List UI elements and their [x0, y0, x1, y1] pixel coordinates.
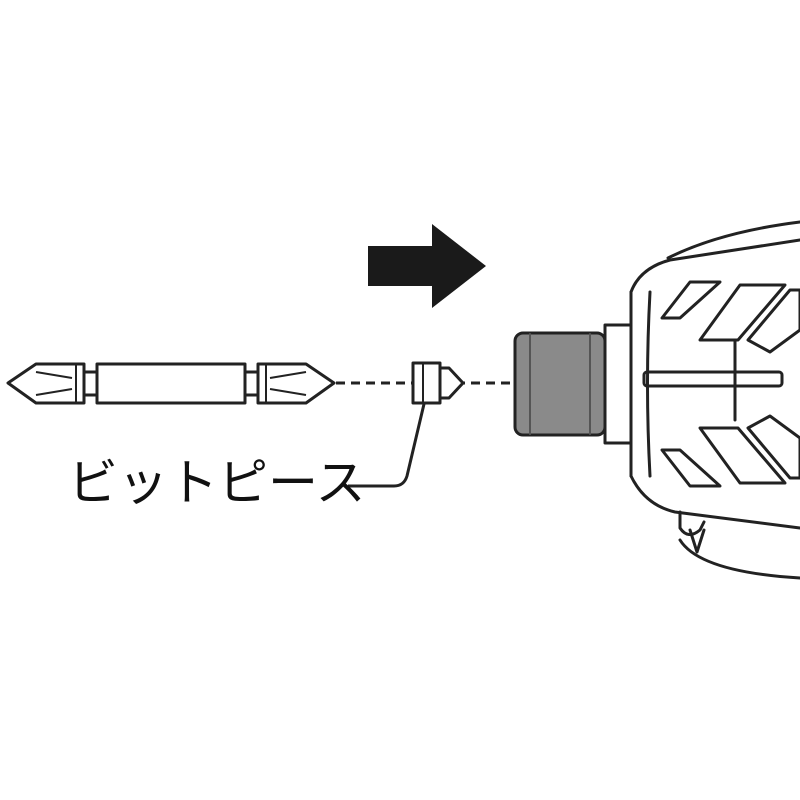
chuck-sleeve: [513, 331, 607, 437]
right-arrow-icon: [368, 224, 486, 308]
callout-label: ビットピース: [68, 454, 366, 512]
callout-leader-line: [348, 403, 426, 488]
double-ended-bit-icon: [6, 362, 336, 405]
impact-driver-icon: [513, 220, 800, 580]
bit-piece-icon: [411, 361, 465, 405]
